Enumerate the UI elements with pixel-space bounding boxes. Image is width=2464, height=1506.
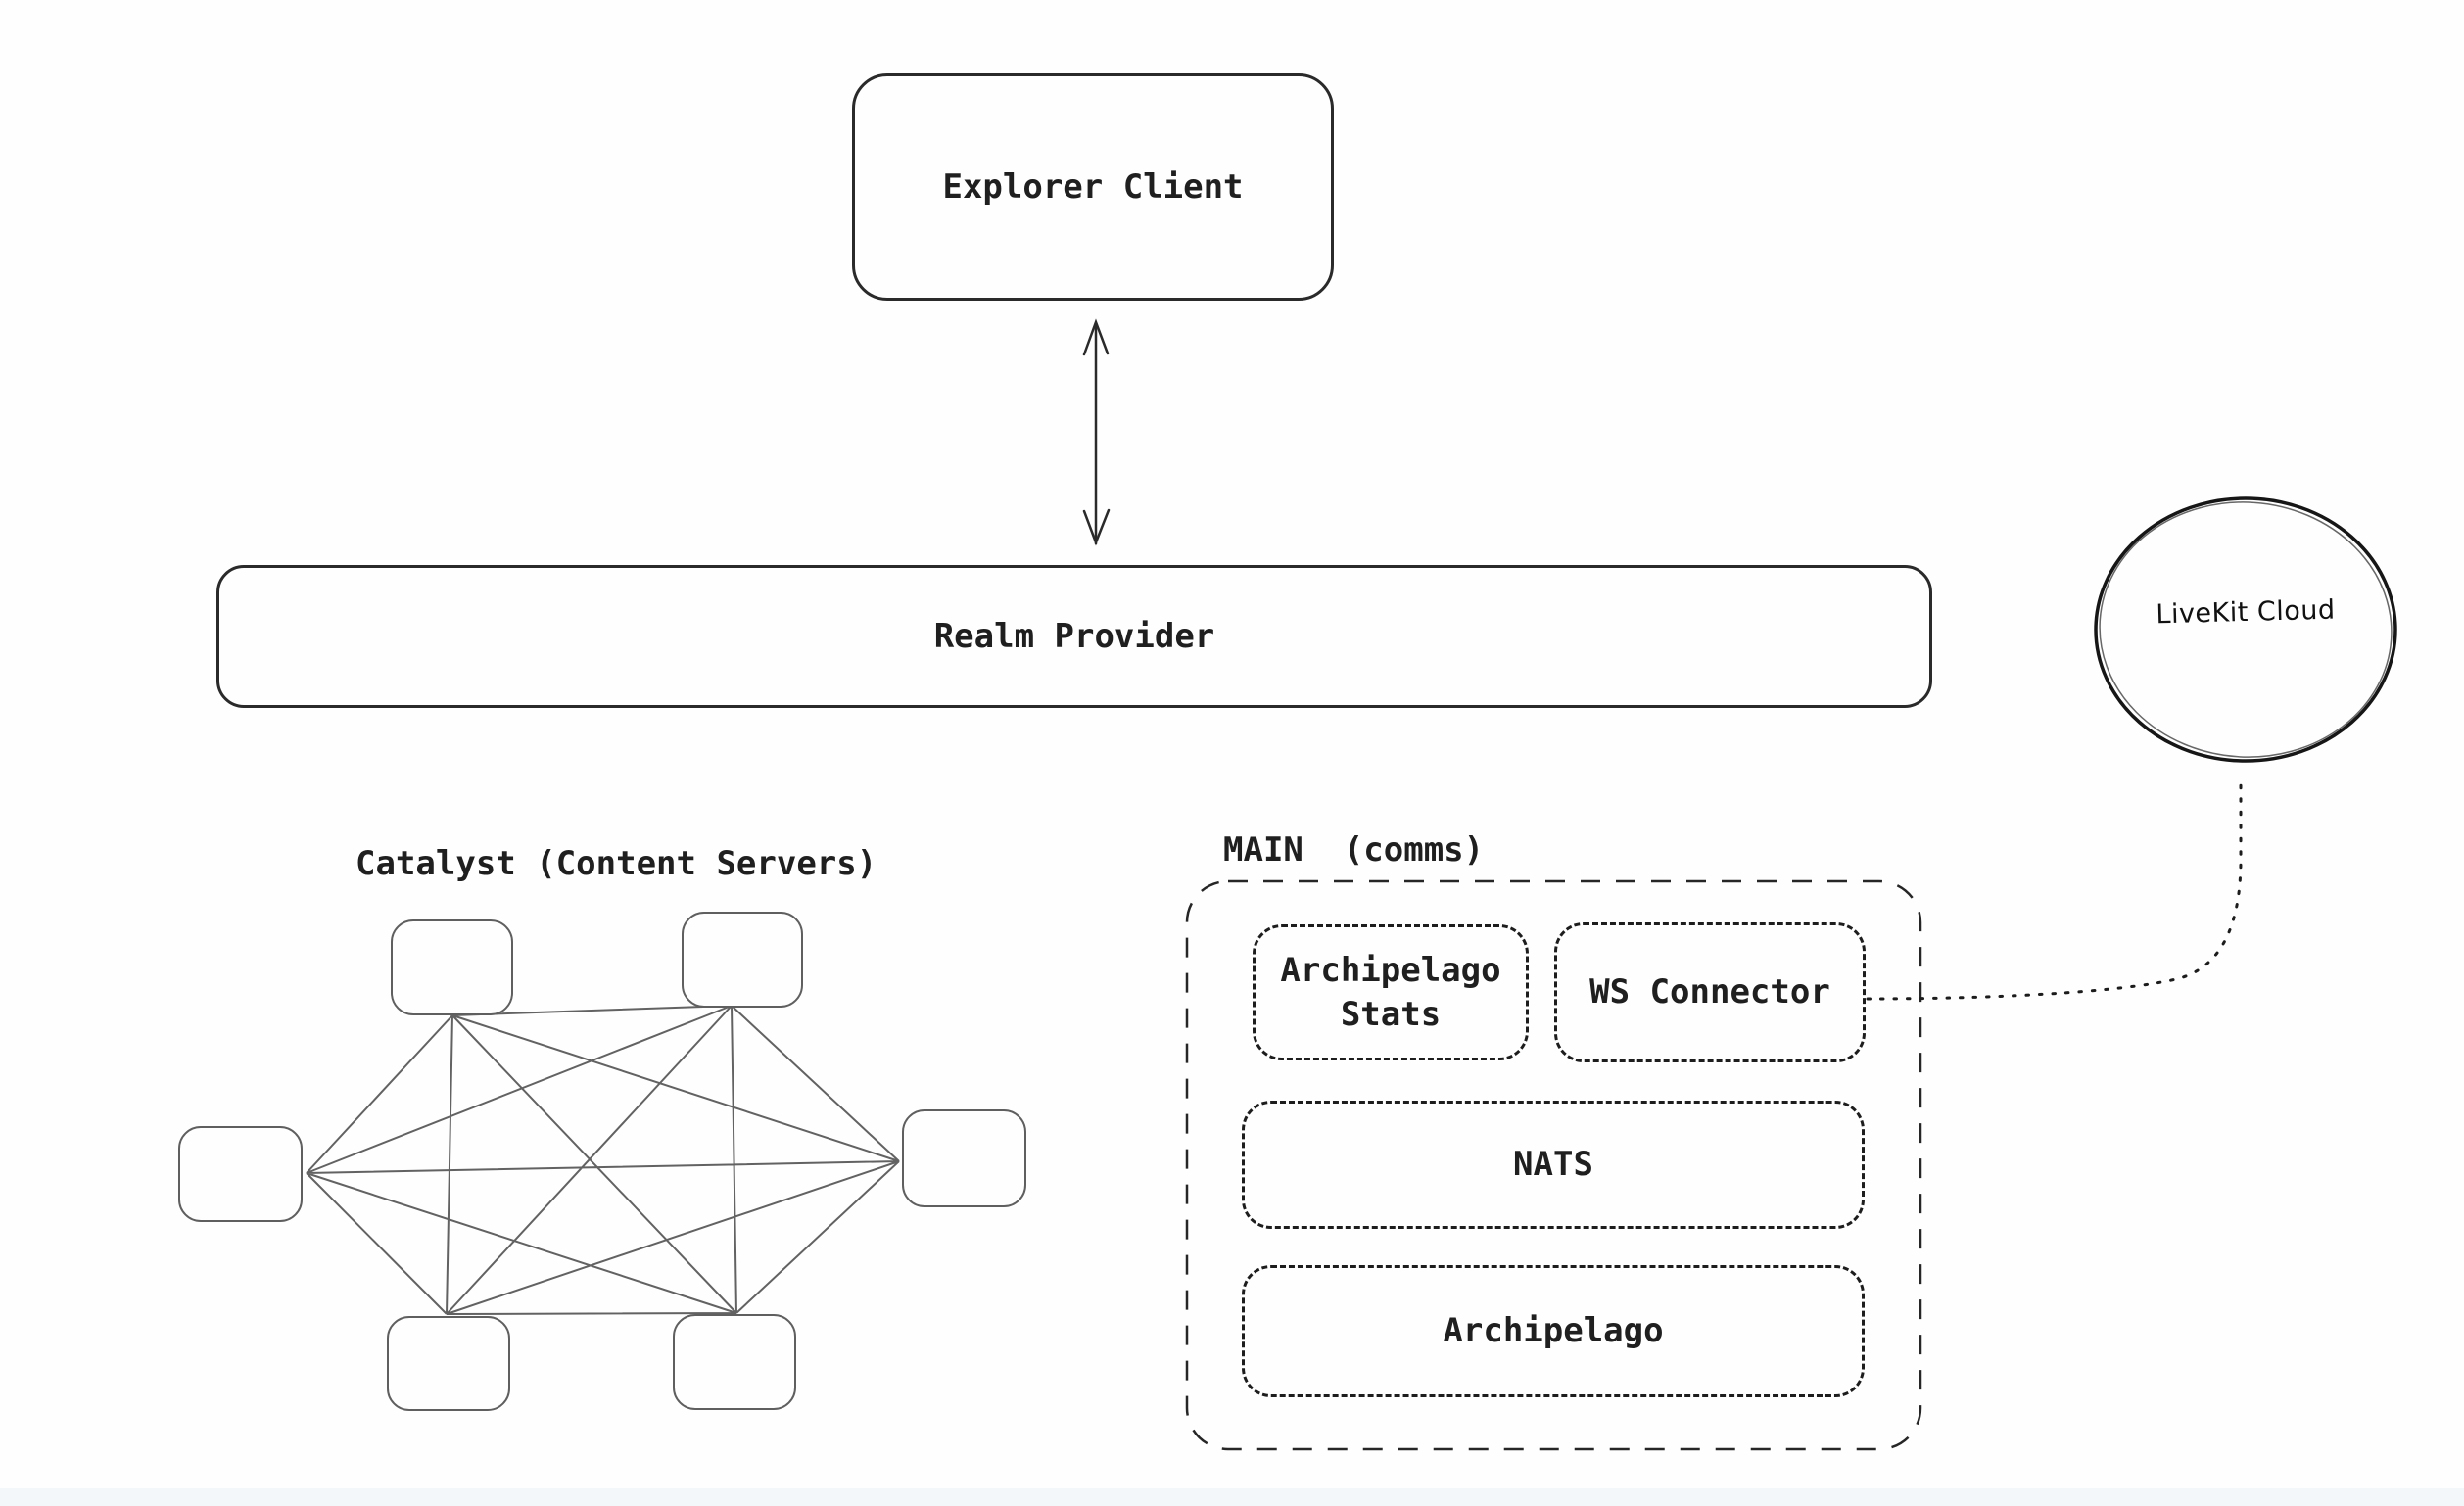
bidirectional-arrow[interactable] [1082,318,1111,546]
archipelago-node[interactable]: Archipelago [1242,1265,1865,1397]
catalyst-node[interactable] [673,1314,796,1410]
ws-connector-label: WS Connector [1589,972,1830,1012]
realm-provider-label: Realm Provider [933,617,1215,656]
main-section-label[interactable]: MAIN (comms) [1223,830,1485,870]
archipelago-stats-node[interactable]: Archipelago Stats [1253,924,1529,1060]
catalyst-node[interactable] [178,1126,303,1222]
catalyst-node[interactable] [902,1109,1026,1207]
explorer-client-node[interactable]: Explorer Client [852,73,1334,301]
nats-node[interactable]: NATS [1242,1101,1865,1229]
livekit-cloud-shape[interactable] [2091,493,2399,767]
realm-provider-node[interactable]: Realm Provider [216,565,1932,708]
nats-label: NATS [1513,1145,1593,1185]
catalyst-section-label[interactable]: Catalyst (Content Servers) [355,844,877,883]
bottom-edge-strip [0,1488,2464,1506]
catalyst-node[interactable] [682,912,803,1008]
ws-to-livekit-connector[interactable] [1866,775,2243,1001]
archipelago-label: Archipelago [1443,1311,1664,1351]
main-comms-container[interactable] [1185,879,1922,1451]
explorer-client-label: Explorer Client [942,167,1244,207]
catalyst-node[interactable] [391,919,513,1015]
catalyst-node[interactable] [387,1316,510,1411]
catalyst-mesh-edges[interactable] [306,1005,900,1315]
archipelago-stats-label: Archipelago Stats [1280,950,1501,1034]
ws-connector-node[interactable]: WS Connector [1554,922,1866,1062]
